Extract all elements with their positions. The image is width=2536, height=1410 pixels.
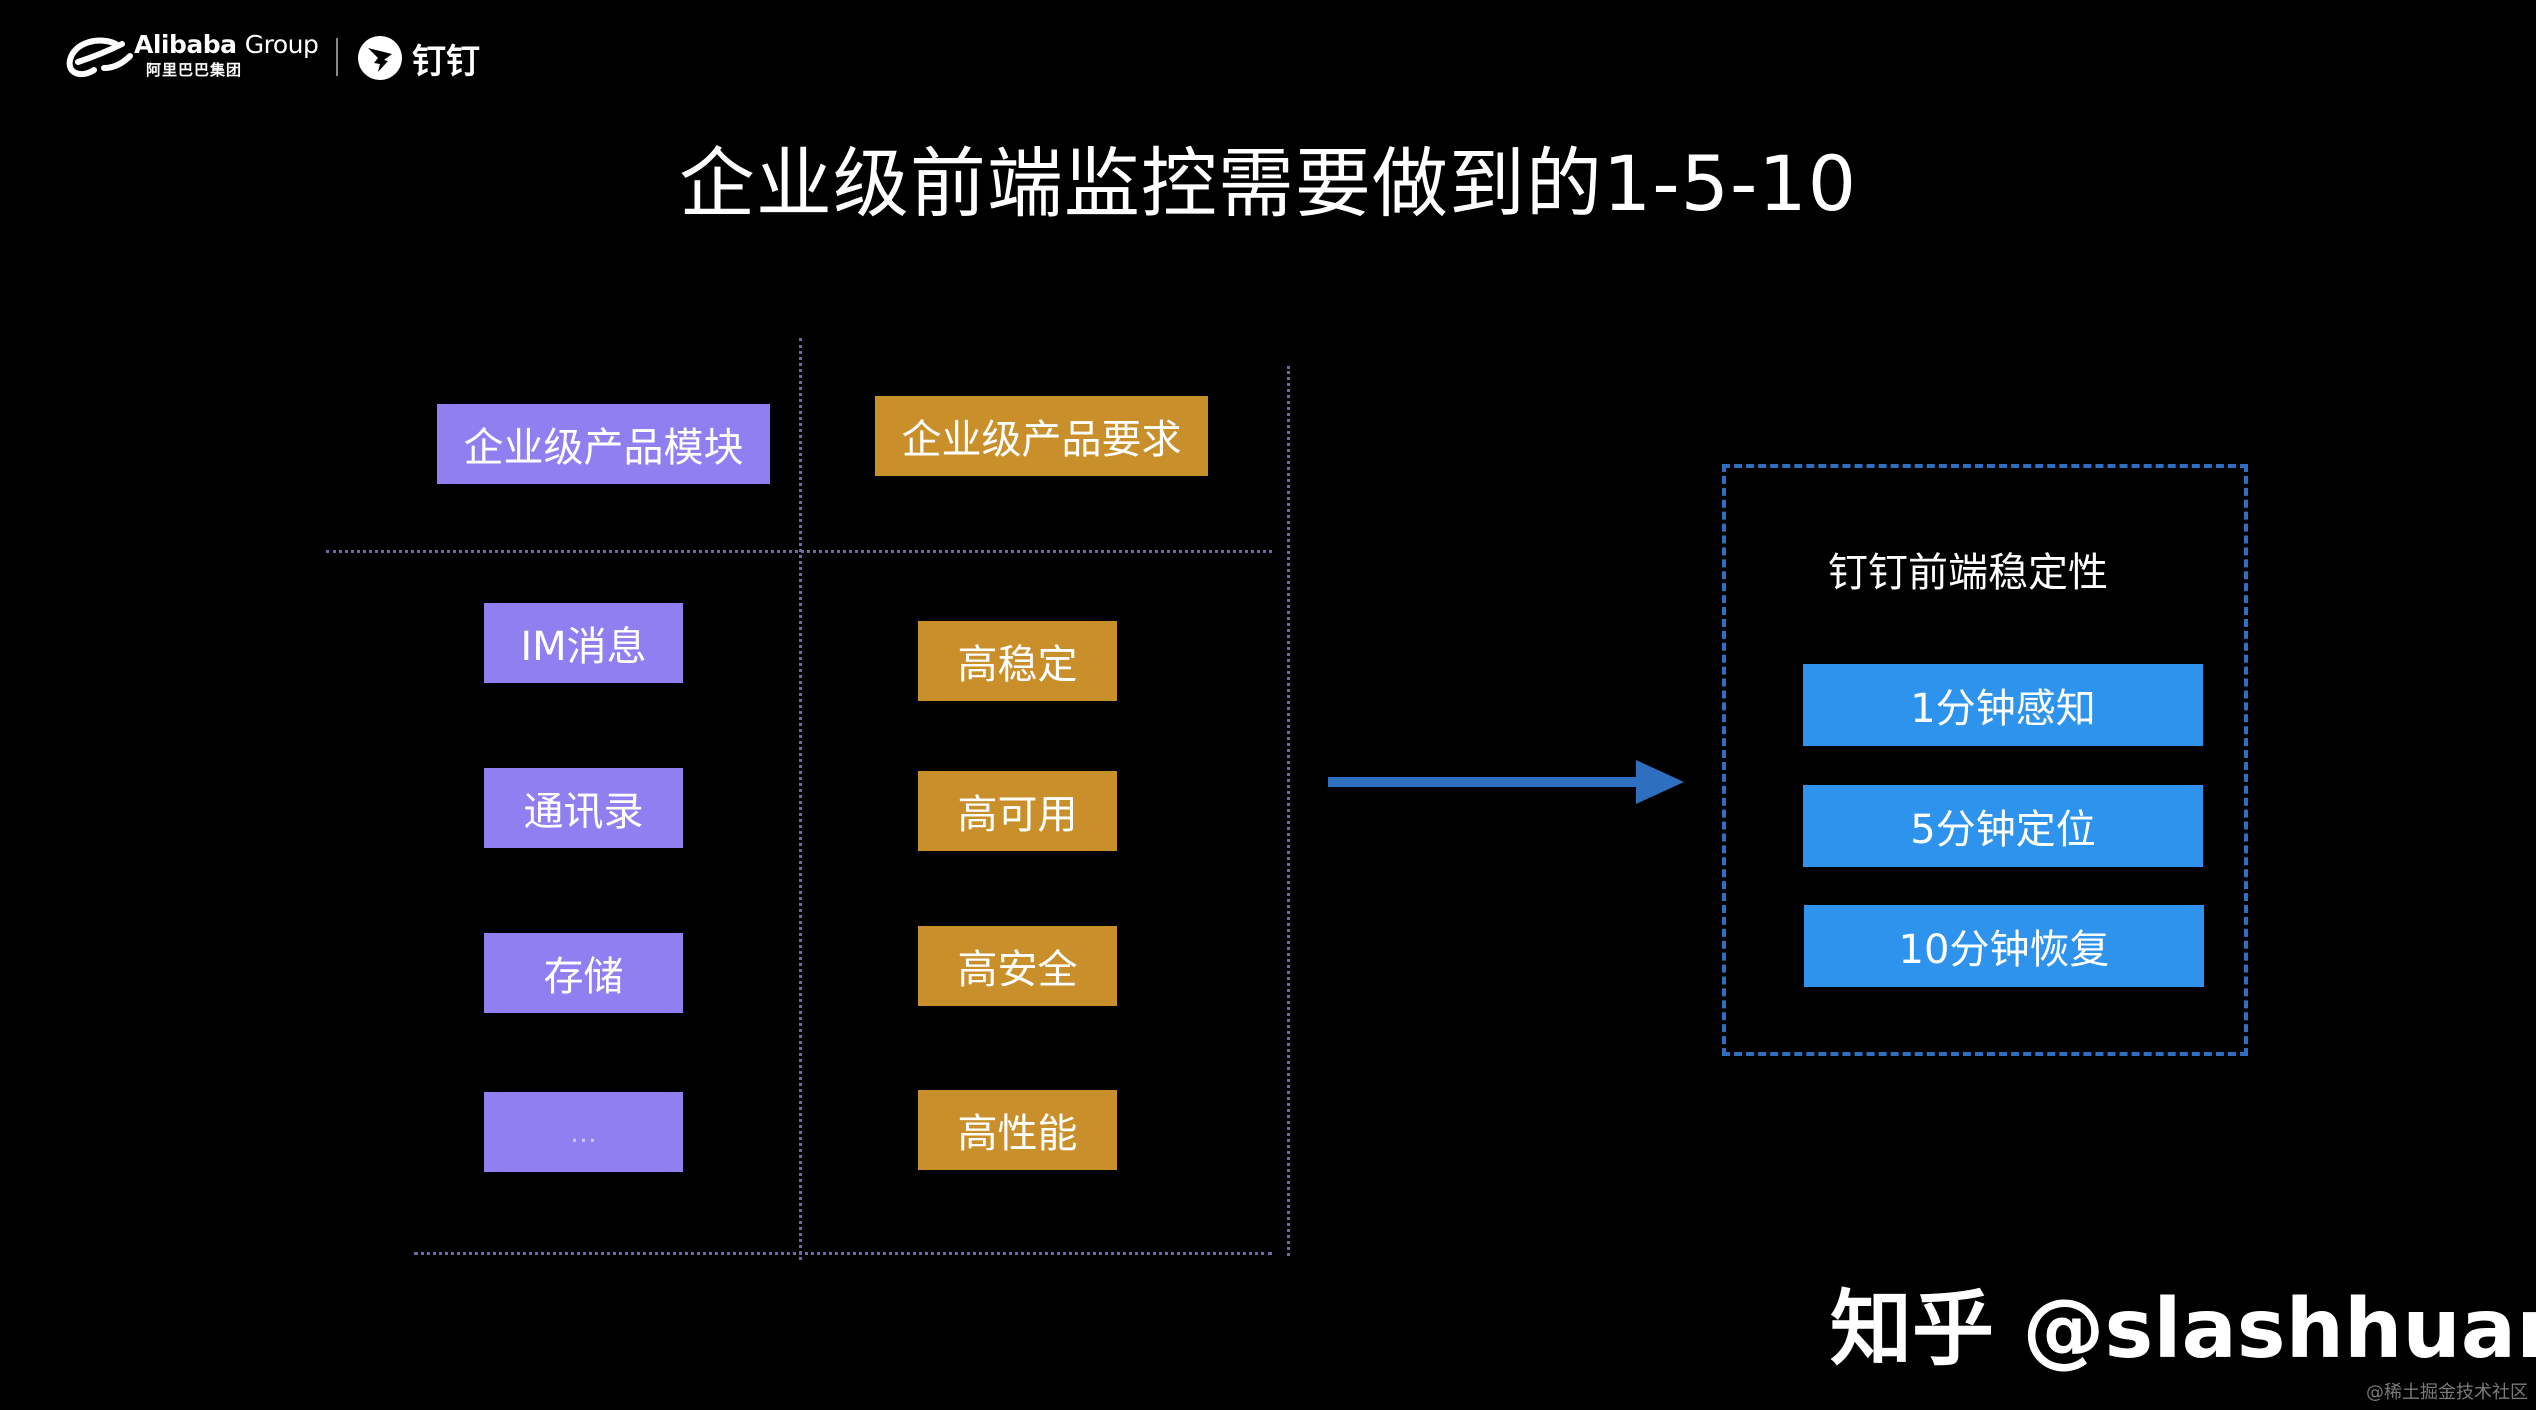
stability-item-1min: 1分钟感知 [1803,664,2203,746]
requirement-performance: 高性能 [918,1090,1117,1170]
alibaba-group-text: Group [244,30,319,59]
alibaba-mark-icon [66,37,133,78]
header-separator-line [326,550,1272,553]
alibaba-group-logo: Alibaba Group 阿里巴巴集团 [64,30,334,84]
stability-frame [1722,464,2248,1056]
zhihu-watermark: 知乎 @slashhuang [1830,1282,2536,1377]
module-contacts: 通讯录 [484,768,683,848]
logo-divider [336,38,338,76]
right-border-line [1287,366,1290,1256]
module-storage: 存储 [484,933,683,1013]
requirement-availability: 高可用 [918,771,1117,851]
alibaba-brand-text: Alibaba [134,30,237,59]
requirements-header: 企业级产品要求 [875,396,1208,476]
arrow-right-icon [1328,760,1684,804]
module-im: IM消息 [484,603,683,683]
dingtalk-logo-icon [358,36,402,80]
stability-item-10min: 10分钟恢复 [1804,905,2204,987]
requirement-security: 高安全 [918,926,1117,1006]
module-more: ... [484,1092,683,1172]
alibaba-cn-text: 阿里巴巴集团 [146,61,243,79]
stability-item-5min: 5分钟定位 [1803,785,2203,867]
requirement-stability: 高稳定 [918,621,1117,701]
juejin-watermark: @稀土掘金技术社区 [2366,1382,2528,1403]
bottom-border-line [414,1252,1272,1255]
dingtalk-logo-text: 钉钉 [412,42,480,82]
modules-header: 企业级产品模块 [437,404,770,484]
stability-title: 钉钉前端稳定性 [1828,550,2108,596]
column-divider-line [799,338,802,1260]
page-title: 企业级前端监控需要做到的1-5-10 [678,139,1858,228]
